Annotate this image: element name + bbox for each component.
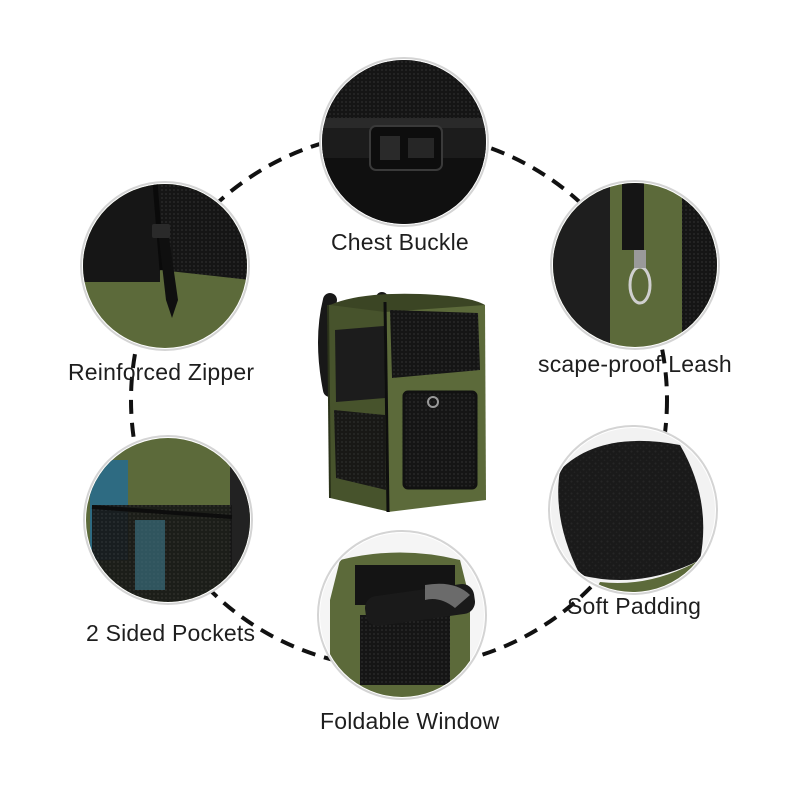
label-foldable-window: Foldable Window [320, 708, 500, 734]
label-chest-buckle: Chest Buckle [331, 229, 469, 255]
foldable-window-photo [317, 530, 487, 700]
zipper-photo [80, 181, 250, 351]
side-pockets-photo [83, 435, 253, 605]
label-escape-proof-leash: scape-proof Leash [538, 351, 732, 377]
chest-buckle-photo [319, 57, 489, 227]
label-2-sided-pockets: 2 Sided Pockets [86, 620, 256, 646]
soft-padding-photo [548, 425, 718, 595]
leash-photo [550, 180, 720, 350]
backpack-main-photo [318, 292, 486, 513]
label-soft-padding: Soft Padding [567, 593, 702, 619]
label-reinforced-zipper: Reinforced Zipper [68, 359, 255, 385]
